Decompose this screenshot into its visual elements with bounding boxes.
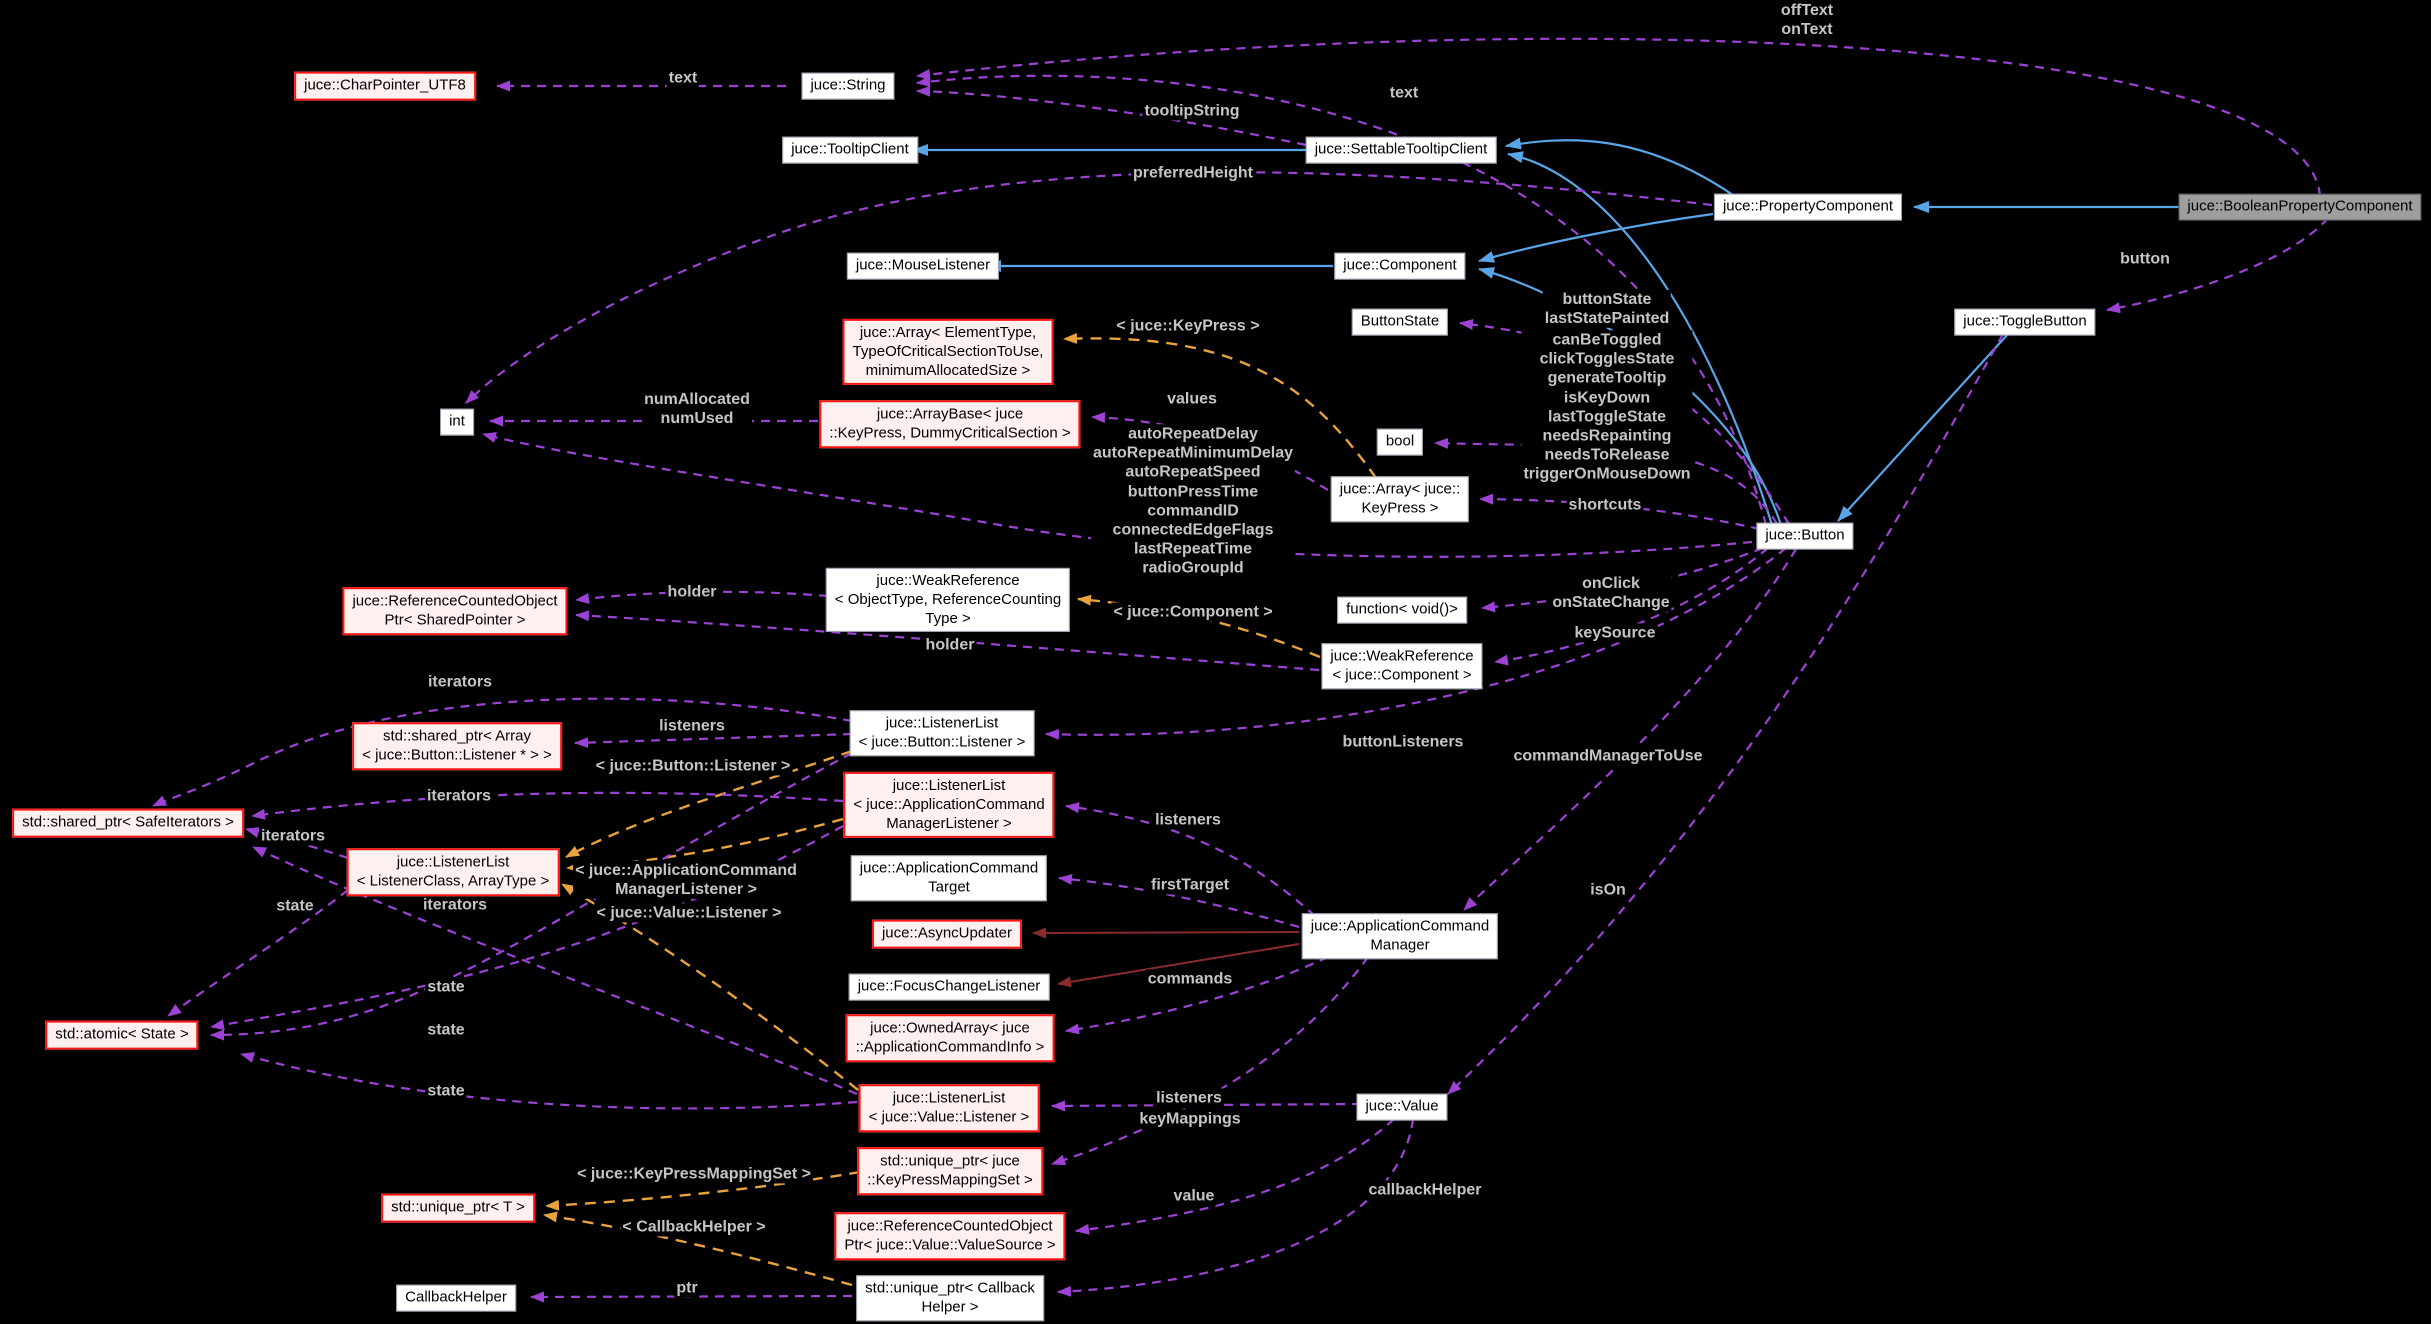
inheritance-edges: [912, 137, 2196, 526]
edge-label-template-component: < juce::Component >: [1111, 602, 1275, 622]
edge-label-value: value: [1171, 1186, 1217, 1206]
node-std-unique-ptr-keypressmappingset: std::unique_ptr< juce ::KeyPressMappingS…: [857, 1147, 1043, 1195]
edge-label-shortcuts: shortcuts: [1566, 495, 1644, 515]
node-juce-string[interactable]: juce::String: [801, 72, 895, 100]
node-juce-listenerlist-buttonlistener[interactable]: juce::ListenerList < juce::Button::Liste…: [849, 710, 1035, 756]
node-juce-settabletooltipclient[interactable]: juce::SettableTooltipClient: [1305, 136, 1497, 164]
private-inheritance-edges: [1032, 927, 1300, 988]
edge-label-state-4: state: [425, 1081, 467, 1101]
edge-label-listeners-3: listeners: [1154, 1088, 1224, 1108]
edge-label-firsttarget: firstTarget: [1149, 875, 1231, 895]
edge-label-state-3: state: [425, 1020, 467, 1040]
edge-label-numallocated: numAllocated numUsed: [642, 389, 752, 429]
edge-label-text-button: text: [1387, 83, 1421, 103]
node-juce-arraybase: juce::ArrayBase< juce ::KeyPress, DummyC…: [819, 400, 1081, 448]
edge-label-onclick: onClick onStateChange: [1550, 573, 1672, 613]
edge-label-preferredheight: preferredHeight: [1130, 163, 1256, 183]
node-juce-listenerlist-generic: juce::ListenerList < ListenerClass, Arra…: [346, 848, 560, 896]
node-int: int: [440, 408, 474, 436]
node-juce-focuschangelistener[interactable]: juce::FocusChangeListener: [848, 973, 1050, 1001]
node-juce-weakreference-objecttype[interactable]: juce::WeakReference < ObjectType, Refere…: [825, 567, 1071, 633]
node-juce-array-keypress[interactable]: juce::Array< juce:: KeyPress >: [1330, 476, 1470, 522]
edge-label-iterators-2: iterators: [424, 786, 494, 806]
node-std-unique-ptr-t: std::unique_ptr< T >: [381, 1193, 535, 1223]
edge-label-offtext-ontext: offText onText: [1778, 0, 1836, 40]
node-juce-booleanpropertycomponent: juce::BooleanPropertyComponent: [2178, 193, 2422, 221]
edge-label-buttonlisteners: buttonListeners: [1340, 732, 1466, 752]
node-juce-listenerlist-acml: juce::ListenerList < juce::ApplicationCo…: [843, 771, 1055, 839]
node-std-unique-ptr-callbackhelper[interactable]: std::unique_ptr< Callback Helper >: [856, 1275, 1044, 1321]
edge-label-template-keypress: < juce::KeyPress >: [1114, 316, 1262, 336]
node-std-shared-ptr-array-buttonlistener: std::shared_ptr< Array < juce::Button::L…: [352, 722, 562, 770]
template-edges: [543, 332, 1377, 1287]
edge-label-holder-1: holder: [665, 582, 719, 602]
edge-label-listeners-2: listeners: [1153, 810, 1223, 830]
node-juce-propertycomponent[interactable]: juce::PropertyComponent: [1713, 193, 1903, 221]
node-callbackhelper: CallbackHelper: [396, 1284, 516, 1312]
edge-label-state-1: state: [274, 896, 316, 916]
usage-edges: [152, 37, 2329, 1303]
edge-label-holder-2: holder: [923, 635, 977, 655]
node-juce-applicationcommandmanager[interactable]: juce::ApplicationCommand Manager: [1301, 913, 1499, 959]
node-juce-listenerlist-valuelistener: juce::ListenerList < juce::Value::Listen…: [858, 1084, 1040, 1132]
edge-label-button: button: [2118, 249, 2172, 269]
node-juce-tooltipclient[interactable]: juce::TooltipClient: [782, 136, 918, 164]
edge-label-iterators-3: iterators: [258, 826, 328, 846]
edge-label-keysource: keySource: [1572, 623, 1658, 643]
edge-label-canbetoggled-group: canBeToggled clickTogglesState generateT…: [1521, 330, 1693, 484]
node-juce-weakreference-component[interactable]: juce::WeakReference < juce::Component >: [1321, 643, 1483, 689]
node-juce-togglebutton[interactable]: juce::ToggleButton: [1954, 308, 2096, 336]
node-function-void: function< void()>: [1337, 596, 1467, 624]
edge-label-text-string: text: [666, 68, 700, 88]
edge-label-template-callbackhelper: < CallbackHelper >: [620, 1217, 768, 1237]
node-juce-referencecountedobjectptr-sharedpointer: juce::ReferenceCountedObject Ptr< Shared…: [342, 587, 568, 635]
edge-label-buttonstate: buttonState lastStatePainted: [1542, 289, 1672, 329]
node-juce-ownedarray-applicationcommandinfo: juce::OwnedArray< juce ::ApplicationComm…: [845, 1014, 1055, 1062]
node-std-shared-ptr-safeiterators: std::shared_ptr< SafeIterators >: [12, 808, 244, 838]
edge-label-template-valuelistener: < juce::Value::Listener >: [594, 903, 784, 923]
node-juce-button[interactable]: juce::Button: [1756, 522, 1854, 550]
edge-label-values: values: [1165, 389, 1219, 409]
edge-label-autorepeat-group: autoRepeatDelay autoRepeatMinimumDelay a…: [1090, 424, 1296, 578]
edge-label-iterators-4: iterators: [420, 895, 490, 915]
edge-label-template-buttonlistener: < juce::Button::Listener >: [593, 756, 793, 776]
node-juce-mouselistener[interactable]: juce::MouseListener: [846, 252, 1000, 280]
node-std-atomic-state: std::atomic< State >: [45, 1020, 199, 1050]
edge-label-commandmanagertouse: commandManagerToUse: [1511, 746, 1705, 766]
edge-label-template-acml: < juce::ApplicationCommand ManagerListen…: [573, 860, 799, 900]
edge-label-iterators-1: iterators: [425, 672, 495, 692]
edge-label-ison: isOn: [1588, 880, 1628, 900]
node-juce-asyncupdater: juce::AsyncUpdater: [871, 919, 1023, 949]
node-juce-component[interactable]: juce::Component: [1334, 252, 1466, 280]
node-juce-charpointer-utf8: juce::CharPointer_UTF8: [294, 71, 476, 101]
edge-label-commands: commands: [1145, 969, 1235, 989]
node-juce-referencecountedobjectptr-valuesource: juce::ReferenceCountedObject Ptr< juce::…: [834, 1212, 1066, 1260]
node-juce-array-elementtype: juce::Array< ElementType, TypeOfCritical…: [842, 318, 1054, 386]
edge-label-listeners-1: listeners: [657, 716, 727, 736]
edge-label-template-kpms: < juce::KeyPressMappingSet >: [575, 1164, 813, 1184]
node-bool: bool: [1376, 428, 1424, 456]
node-juce-value[interactable]: juce::Value: [1356, 1093, 1448, 1121]
edge-label-ptr: ptr: [674, 1278, 700, 1298]
node-buttonstate[interactable]: ButtonState: [1351, 308, 1449, 336]
edge-label-tooltipstring: tooltipString: [1142, 101, 1242, 121]
node-juce-applicationcommandtarget[interactable]: juce::ApplicationCommand Target: [850, 855, 1048, 901]
edge-label-state-2: state: [425, 977, 467, 997]
edge-label-keymappings: keyMappings: [1137, 1109, 1243, 1129]
edge-label-callbackhelper: callbackHelper: [1366, 1180, 1484, 1200]
